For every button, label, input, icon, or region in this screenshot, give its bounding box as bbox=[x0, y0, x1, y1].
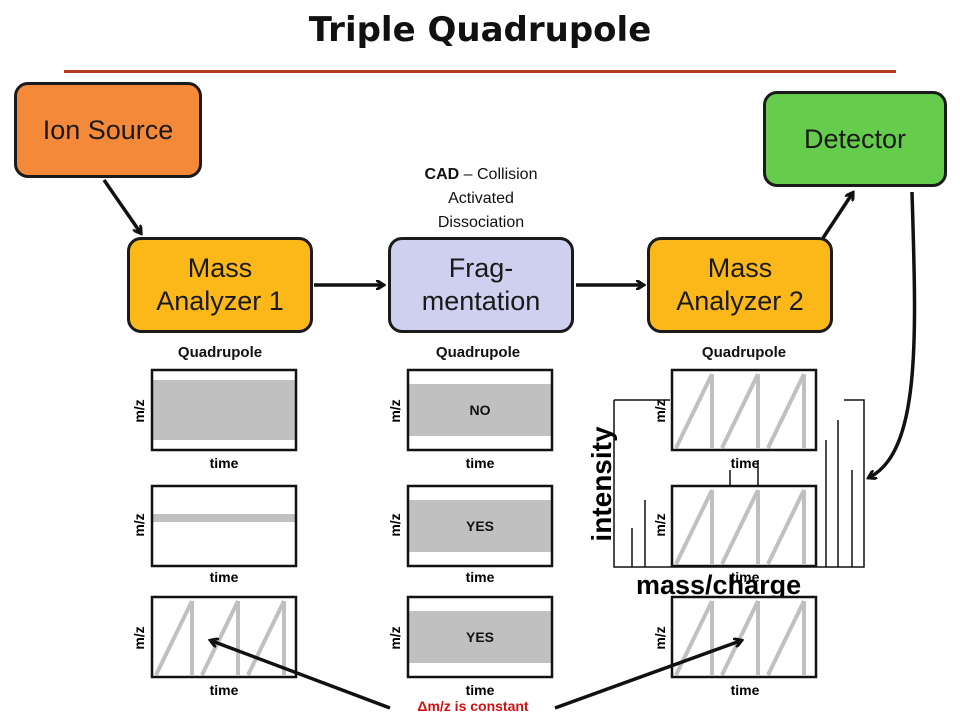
scan-band bbox=[152, 514, 296, 522]
fragmentation-box: Frag- mentation bbox=[388, 237, 574, 333]
fragmentation-state: NO bbox=[470, 402, 491, 418]
plot-frame bbox=[670, 484, 818, 568]
scan-ramp bbox=[674, 489, 714, 565]
column-label-quadrupole-1: Quadrupole bbox=[177, 344, 263, 361]
scan-band bbox=[408, 611, 552, 663]
quadrupole-plot bbox=[670, 595, 818, 679]
scan-ramp bbox=[720, 489, 760, 565]
scan-ramp bbox=[154, 600, 194, 676]
plot-frame bbox=[150, 595, 298, 679]
scan-band bbox=[408, 384, 552, 436]
mass-analyzer-1-line1: Mass bbox=[187, 253, 253, 283]
delta-arrow-left bbox=[212, 641, 391, 710]
page-title: Triple Quadrupole bbox=[308, 10, 652, 50]
mass-analyzer-2-line1: Mass bbox=[707, 253, 773, 283]
arrow-ion-to-ma1 bbox=[102, 179, 140, 232]
spectrum-frame bbox=[613, 399, 865, 568]
cad-line2: Activated bbox=[448, 190, 514, 207]
quadrupole-plot bbox=[150, 484, 298, 568]
plot-frame bbox=[406, 368, 554, 452]
quadrupole-plot: NO bbox=[406, 368, 554, 452]
mass-analyzer-1-line2: Analyzer 1 bbox=[156, 286, 284, 316]
scan-ramp bbox=[766, 373, 806, 449]
delta-mz-note: Δm/z is constant bbox=[417, 698, 529, 714]
plot-frame bbox=[670, 368, 818, 452]
plot-frame bbox=[150, 368, 298, 452]
cad-line3: Dissociation bbox=[437, 214, 525, 231]
fragmentation-state: YES bbox=[466, 629, 494, 645]
scan-band bbox=[408, 500, 552, 552]
quadrupole-plot: YES bbox=[406, 484, 554, 568]
plot-x-label: time bbox=[465, 569, 495, 585]
delta-arrow-right bbox=[554, 641, 740, 710]
scan-ramp bbox=[246, 600, 286, 676]
detector-box: Detector bbox=[763, 91, 947, 187]
plot-frame bbox=[150, 484, 298, 568]
plot-x-label: time bbox=[730, 569, 760, 585]
plot-x-label: time bbox=[209, 682, 239, 698]
plot-x-label: time bbox=[730, 455, 760, 471]
plot-x-label: time bbox=[209, 569, 239, 585]
cad-line1: – Collision bbox=[463, 166, 538, 183]
title-underline bbox=[64, 70, 896, 73]
quadrupole-plot: YES bbox=[406, 595, 554, 679]
plot-x-label: time bbox=[209, 455, 239, 471]
quadrupole-plot bbox=[150, 595, 298, 679]
arrow-detector-to-spectrum bbox=[870, 191, 917, 477]
plot-x-label: time bbox=[465, 455, 495, 471]
mass-analyzer-2-box: Mass Analyzer 2 bbox=[647, 237, 833, 333]
scan-ramp bbox=[200, 600, 240, 676]
quadrupole-plot bbox=[670, 368, 818, 452]
quadrupole-plot bbox=[670, 484, 818, 568]
plot-frame bbox=[406, 484, 554, 568]
scan-ramp bbox=[674, 373, 714, 449]
quadrupole-plot bbox=[150, 368, 298, 452]
cad-abbr: CAD bbox=[424, 166, 460, 183]
column-label-quadrupole-2: Quadrupole bbox=[435, 344, 521, 361]
fragmentation-state: YES bbox=[466, 518, 494, 534]
plot-x-label: time bbox=[730, 682, 760, 698]
scan-band bbox=[152, 380, 296, 440]
mass-analyzer-2-line2: Analyzer 2 bbox=[676, 286, 804, 316]
plot-frame bbox=[406, 595, 554, 679]
spectrum-x-label: mass/charge bbox=[636, 570, 802, 600]
plot-x-label: time bbox=[465, 682, 495, 698]
fragmentation-line2: mentation bbox=[421, 286, 541, 316]
cad-note: CAD – Collision Activated Dissociation bbox=[390, 163, 572, 235]
scan-ramp bbox=[720, 373, 760, 449]
plot-frame bbox=[670, 595, 818, 679]
fragmentation-line1: Frag- bbox=[448, 253, 514, 283]
scan-ramp bbox=[766, 489, 806, 565]
mass-analyzer-1-box: Mass Analyzer 1 bbox=[127, 237, 313, 333]
scan-ramp bbox=[766, 600, 806, 676]
detector-label: Detector bbox=[803, 123, 907, 154]
ion-source-box: Ion Source bbox=[14, 82, 202, 178]
column-label-quadrupole-3: Quadrupole bbox=[701, 344, 787, 361]
ion-source-label: Ion Source bbox=[42, 114, 174, 145]
arrow-ma2-to-detector bbox=[821, 194, 852, 239]
